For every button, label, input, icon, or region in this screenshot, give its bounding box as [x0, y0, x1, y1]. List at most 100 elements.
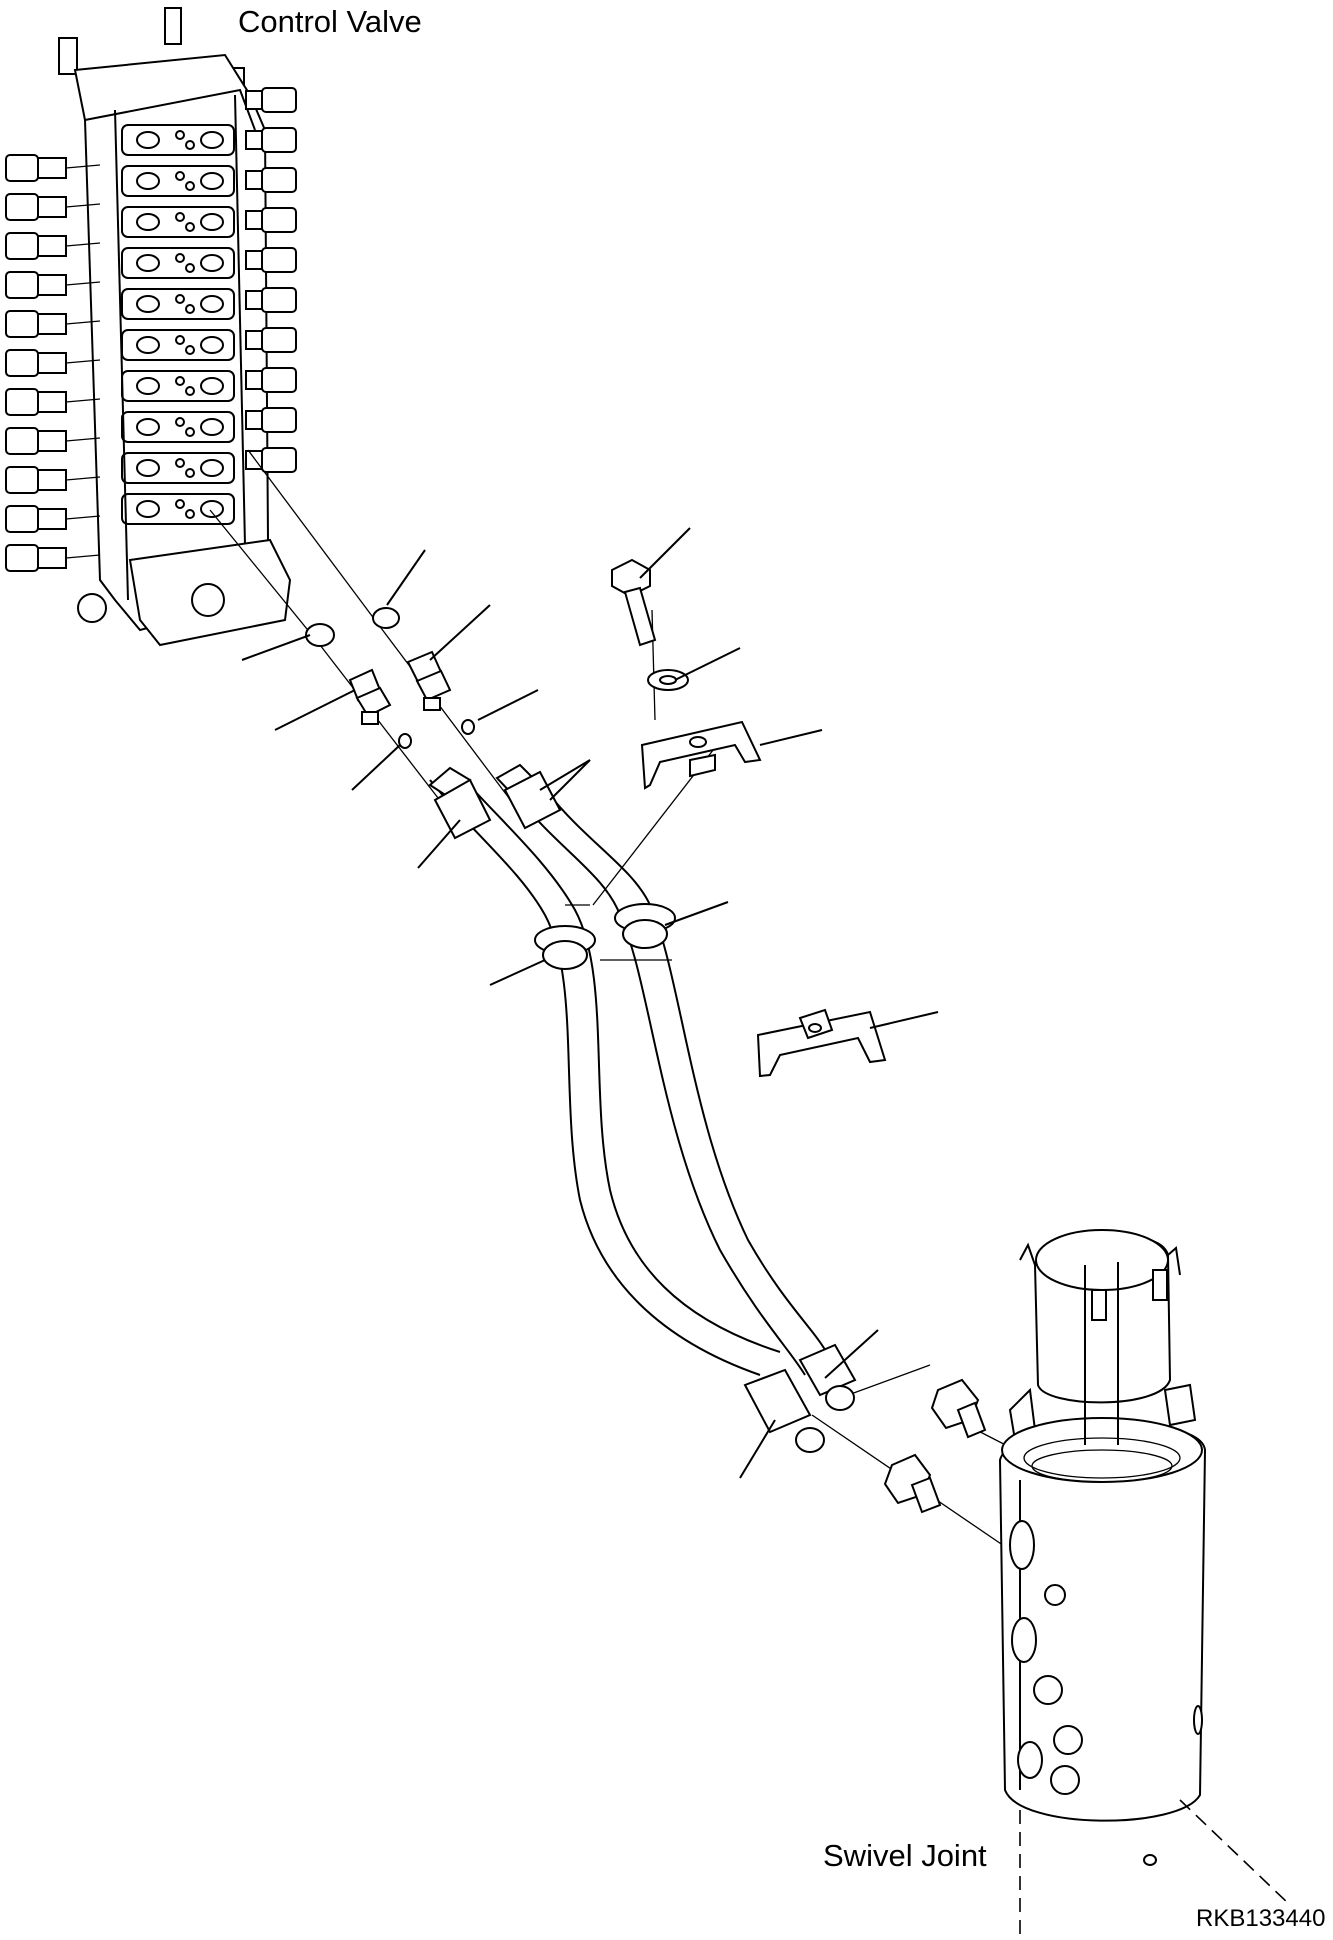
valve-port — [5, 271, 39, 299]
bolt — [611, 558, 657, 647]
valve-port-nut — [245, 410, 263, 430]
spool-port — [136, 459, 160, 477]
valve-port — [261, 327, 297, 353]
valve-port-stem — [65, 437, 101, 442]
spool-section — [121, 493, 235, 525]
elbow-connector-left — [348, 668, 392, 725]
valve-port-stem — [65, 398, 101, 403]
spool-bolt — [175, 417, 185, 427]
valve-port-stem — [65, 164, 101, 169]
valve-port-nut — [245, 290, 263, 310]
assembly-lines — [209, 449, 1026, 1551]
valve-port-nut — [245, 250, 263, 270]
spool-section — [121, 288, 235, 320]
spool-bolt — [185, 140, 195, 150]
spool-bolt — [185, 181, 195, 191]
drawing-number: RKB133440 — [1196, 1905, 1326, 1932]
control-valve-left-ports — [5, 154, 101, 572]
spool-bolt — [185, 304, 195, 314]
valve-port-nut — [245, 90, 263, 110]
valve-port — [5, 193, 39, 221]
spool-bolt — [185, 222, 195, 232]
valve-port-nut — [37, 430, 67, 452]
spool-bolt — [185, 345, 195, 355]
spool-port — [136, 418, 160, 436]
valve-port-nut — [37, 313, 67, 335]
valve-port-nut — [37, 352, 67, 374]
valve-port-nut — [245, 330, 263, 350]
spool-port — [136, 295, 160, 313]
spool-port — [200, 172, 224, 190]
spool-bolt — [185, 468, 195, 478]
valve-port-stem — [65, 359, 101, 364]
valve-port — [5, 466, 39, 494]
spool-port — [200, 418, 224, 436]
spool-bolt — [185, 509, 195, 519]
valve-port-nut — [37, 508, 67, 530]
valve-port — [261, 367, 297, 393]
spool-port — [200, 295, 224, 313]
valve-port — [5, 388, 39, 416]
spool-port — [136, 377, 160, 395]
valve-port — [5, 154, 39, 182]
valve-port-nut — [245, 370, 263, 390]
valve-port-nut — [37, 157, 67, 179]
valve-port-nut — [37, 235, 67, 257]
spool-bolt — [185, 427, 195, 437]
hose-left — [428, 766, 825, 1453]
valve-port-nut — [245, 130, 263, 150]
control-valve-label: Control Valve — [238, 4, 422, 39]
valve-port — [5, 544, 39, 572]
spool-bolt — [185, 263, 195, 273]
valve-port — [261, 127, 297, 153]
valve-port — [261, 247, 297, 273]
spool-port — [136, 213, 160, 231]
valve-port — [261, 87, 297, 113]
spool-port — [136, 336, 160, 354]
control-valve-spool-sections — [121, 124, 235, 525]
valve-port-stem — [65, 242, 101, 247]
spool-section — [121, 411, 235, 443]
spool-bolt — [175, 253, 185, 263]
elbow-connector-right — [406, 650, 452, 711]
spool-port — [200, 131, 224, 149]
spool-bolt — [175, 376, 185, 386]
clamp-upper — [640, 720, 762, 790]
spool-section — [121, 165, 235, 197]
spool-bolt — [185, 386, 195, 396]
spool-section — [121, 206, 235, 238]
valve-port-nut — [37, 391, 67, 413]
valve-port-stem — [65, 320, 101, 325]
spool-section — [121, 452, 235, 484]
swivel-joint — [998, 1229, 1207, 1866]
swivel-joint-center-lines — [1019, 1799, 1291, 1940]
spool-port — [200, 336, 224, 354]
valve-port-nut — [37, 196, 67, 218]
valve-port-nut — [37, 274, 67, 296]
valve-port — [5, 310, 39, 338]
control-valve — [58, 7, 292, 647]
valve-port-nut — [37, 469, 67, 491]
valve-port — [261, 447, 297, 473]
spool-bolt — [175, 458, 185, 468]
valve-port-stem — [65, 515, 101, 520]
valve-port-stem — [65, 554, 101, 559]
valve-port-stem — [65, 281, 101, 286]
leader-lines — [241, 527, 939, 1479]
spool-port — [200, 377, 224, 395]
valve-port — [5, 505, 39, 533]
washer — [647, 669, 689, 691]
spool-bolt — [175, 294, 185, 304]
spool-bolt — [175, 171, 185, 181]
valve-port-nut — [37, 547, 67, 569]
spool-port — [200, 459, 224, 477]
spool-port — [200, 500, 224, 518]
spool-section — [121, 370, 235, 402]
valve-port-nut — [245, 210, 263, 230]
spool-bolt — [175, 335, 185, 345]
spool-port — [136, 254, 160, 272]
valve-port-stem — [65, 476, 101, 481]
valve-port — [5, 427, 39, 455]
spool-port — [200, 213, 224, 231]
